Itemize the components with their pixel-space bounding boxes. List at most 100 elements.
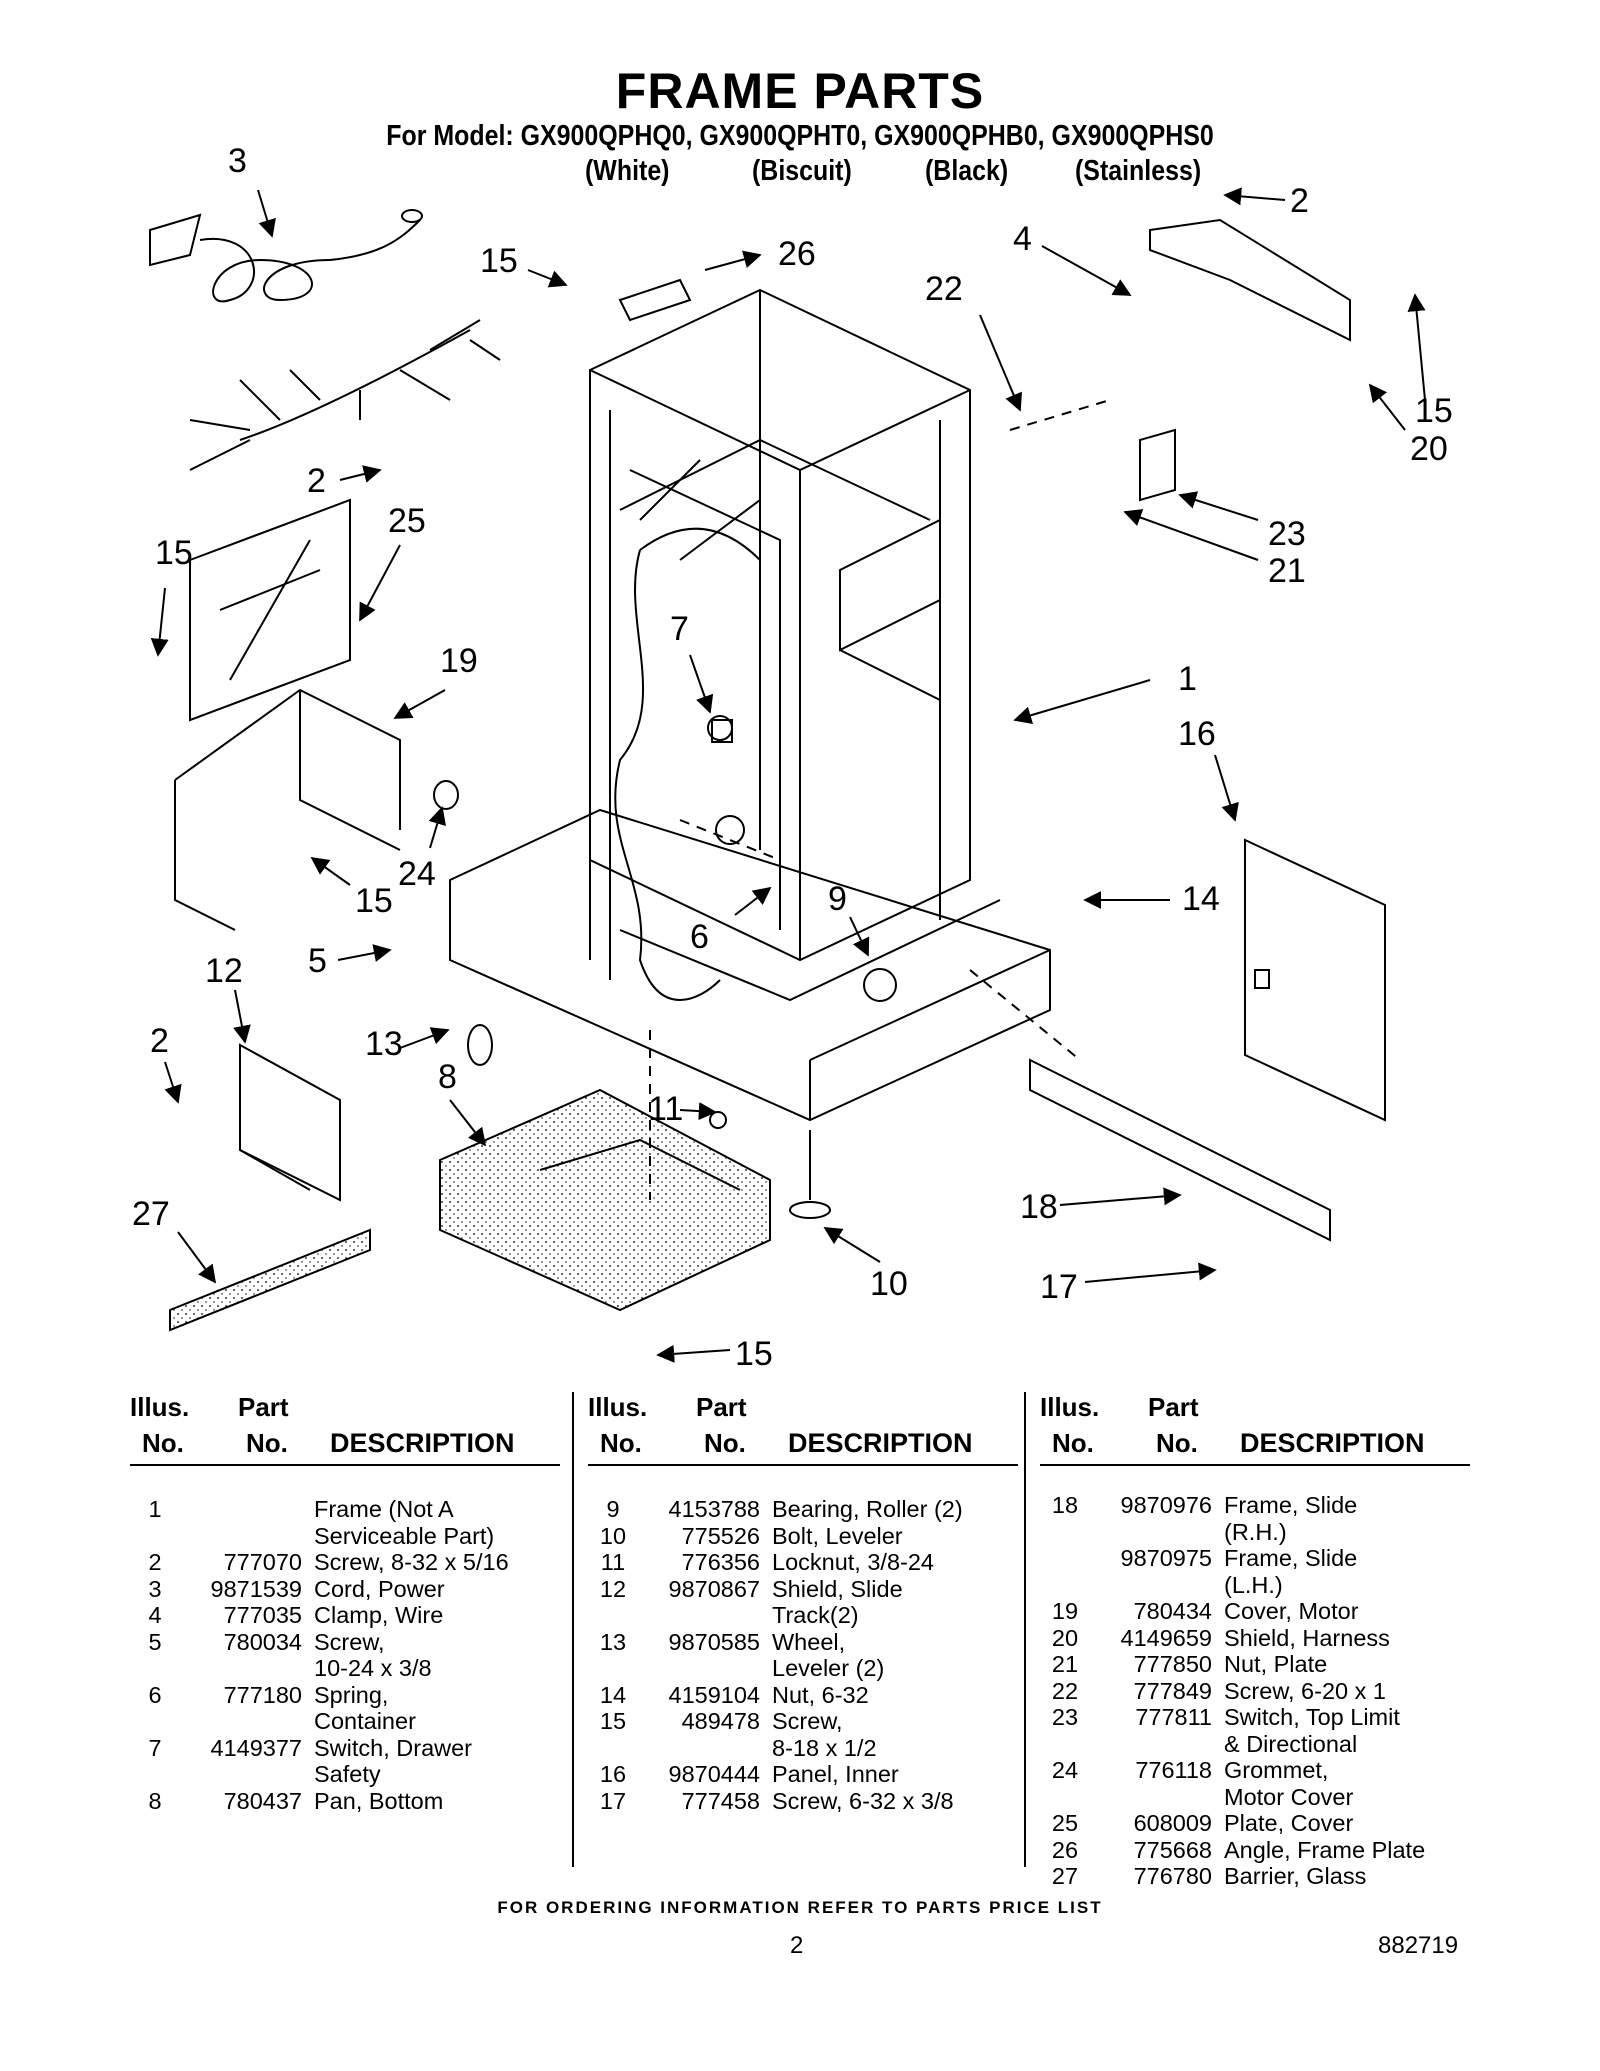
- table-row: Motor Cover: [1224, 1783, 1354, 1810]
- harness-shield: [1149, 218, 1351, 342]
- header-illus-no: No.: [142, 1428, 184, 1458]
- table-row: (L.H.): [1224, 1571, 1283, 1598]
- power-cord: [149, 213, 202, 267]
- page-title: FRAME PARTS: [615, 63, 985, 119]
- callout-1: 1: [1178, 660, 1197, 698]
- exploded-parts-diagram: 3 2 15 26 4 22 2 15 20 2 25 15 23 21 7 1…: [132, 142, 1453, 1373]
- header-part: Part: [1148, 1392, 1199, 1422]
- table-header: Illus. No. Part No. DESCRIPTION: [588, 1392, 1018, 1466]
- header-illus: Illus.: [130, 1392, 190, 1422]
- table-row: 10-24 x 3/8: [314, 1655, 432, 1681]
- header-description: DESCRIPTION: [330, 1428, 515, 1458]
- wire-harness: [239, 329, 471, 441]
- callout-25: 25: [388, 502, 426, 540]
- header-part-no: No.: [704, 1428, 746, 1458]
- slide-frame: [1029, 1058, 1331, 1242]
- header-description: DESCRIPTION: [1240, 1428, 1425, 1458]
- table-header: Illus. No. Part No. DESCRIPTION: [130, 1392, 560, 1466]
- base-outline: [449, 808, 1051, 1122]
- callout-2-top-right: 2: [1290, 182, 1309, 220]
- finish-white: (White): [585, 155, 670, 187]
- callout-15-bottom: 15: [735, 1335, 773, 1373]
- glass-barrier: [169, 1228, 371, 1332]
- column-divider: [1024, 1392, 1026, 1867]
- table-row: Safety: [314, 1761, 381, 1787]
- callout-12: 12: [205, 952, 243, 990]
- table-row: Serviceable Part): [314, 1522, 495, 1549]
- document-number: 882719: [1378, 1932, 1459, 1959]
- column-divider: [572, 1392, 574, 1867]
- motor-cover: [174, 688, 401, 931]
- callout-17: 17: [1040, 1268, 1078, 1306]
- table-row: & Directional: [1224, 1730, 1358, 1757]
- callout-15-motor: 15: [355, 882, 393, 920]
- callout-19: 19: [440, 642, 478, 680]
- top-limit-switch: [1139, 428, 1176, 502]
- table-row: (R.H.): [1224, 1518, 1287, 1545]
- callout-21: 21: [1268, 552, 1306, 590]
- callout-24: 24: [398, 855, 436, 893]
- callout-15-left: 15: [155, 534, 193, 572]
- header-part: Part: [238, 1392, 289, 1422]
- callout-13: 13: [365, 1025, 403, 1063]
- header-part-no: No.: [1156, 1428, 1198, 1458]
- callout-22: 22: [925, 270, 963, 308]
- frame-plate-angle: [618, 278, 692, 322]
- table-row: 8-18 x 1/2: [772, 1734, 877, 1761]
- model-line: For Model: GX900QPHQ0, GX900QPHT0, GX900…: [386, 120, 1214, 152]
- header-illus-no: No.: [1052, 1428, 1094, 1458]
- ordering-footer: FOR ORDERING INFORMATION REFER TO PARTS …: [497, 1898, 1103, 1917]
- callout-11: 11: [648, 1090, 683, 1128]
- callout-7: 7: [670, 610, 689, 648]
- inner-panel: [1244, 838, 1386, 1122]
- finish-biscuit: (Biscuit): [752, 155, 852, 187]
- callout-4: 4: [1013, 220, 1032, 258]
- page-number: 2: [790, 1932, 804, 1959]
- table-row: Leveler (2): [772, 1655, 885, 1681]
- callout-20: 20: [1410, 430, 1448, 468]
- callout-26: 26: [778, 235, 816, 273]
- callout-5: 5: [308, 942, 327, 980]
- callout-2-bottom-left: 2: [150, 1022, 169, 1060]
- callout-27: 27: [132, 1195, 170, 1233]
- callout-16: 16: [1178, 715, 1216, 753]
- table-row: Track(2): [772, 1602, 859, 1628]
- callout-15-right: 15: [1415, 392, 1453, 430]
- callout-14: 14: [1182, 880, 1220, 918]
- callout-10: 10: [870, 1265, 908, 1303]
- callout-8: 8: [438, 1058, 457, 1096]
- bottom-pan: [439, 1088, 771, 1312]
- callout-3: 3: [228, 142, 247, 180]
- finish-stainless: (Stainless): [1075, 155, 1202, 187]
- cover-plate: [189, 498, 351, 722]
- slide-shield: [239, 1043, 341, 1202]
- callout-9: 9: [828, 880, 847, 918]
- header-illus: Illus.: [1040, 1392, 1100, 1422]
